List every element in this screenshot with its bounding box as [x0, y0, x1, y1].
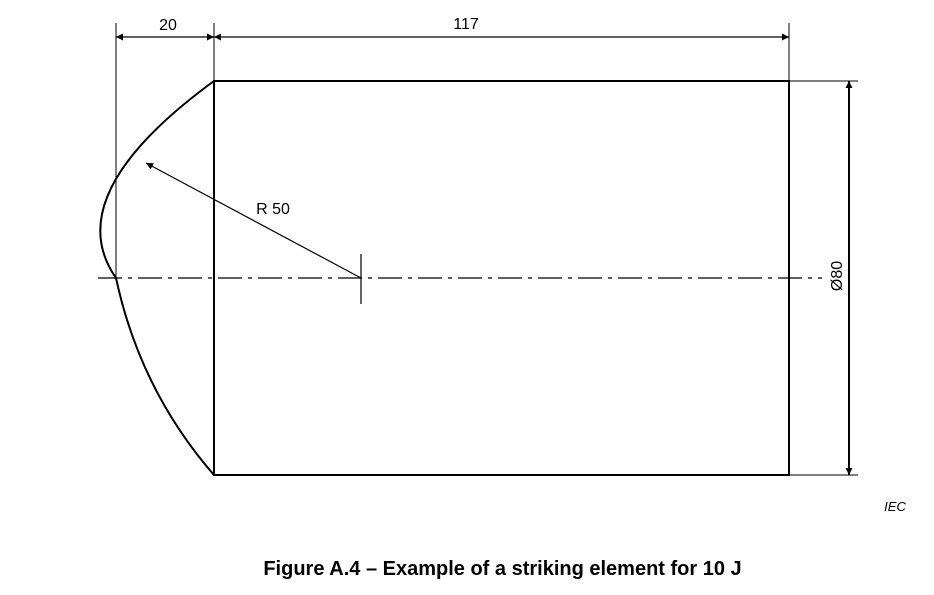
- dimension-label-diameter: Ø80: [829, 261, 846, 291]
- figure-caption: Figure A.4 – Example of a striking eleme…: [263, 558, 742, 580]
- dimension-label-body-length: 117: [453, 16, 479, 33]
- dimension-label-tip-length: 20: [159, 17, 177, 34]
- radius-leader-line: [145, 162, 362, 279]
- iec-watermark: IEC: [884, 499, 906, 514]
- dimension-label-radius: R 50: [256, 201, 290, 218]
